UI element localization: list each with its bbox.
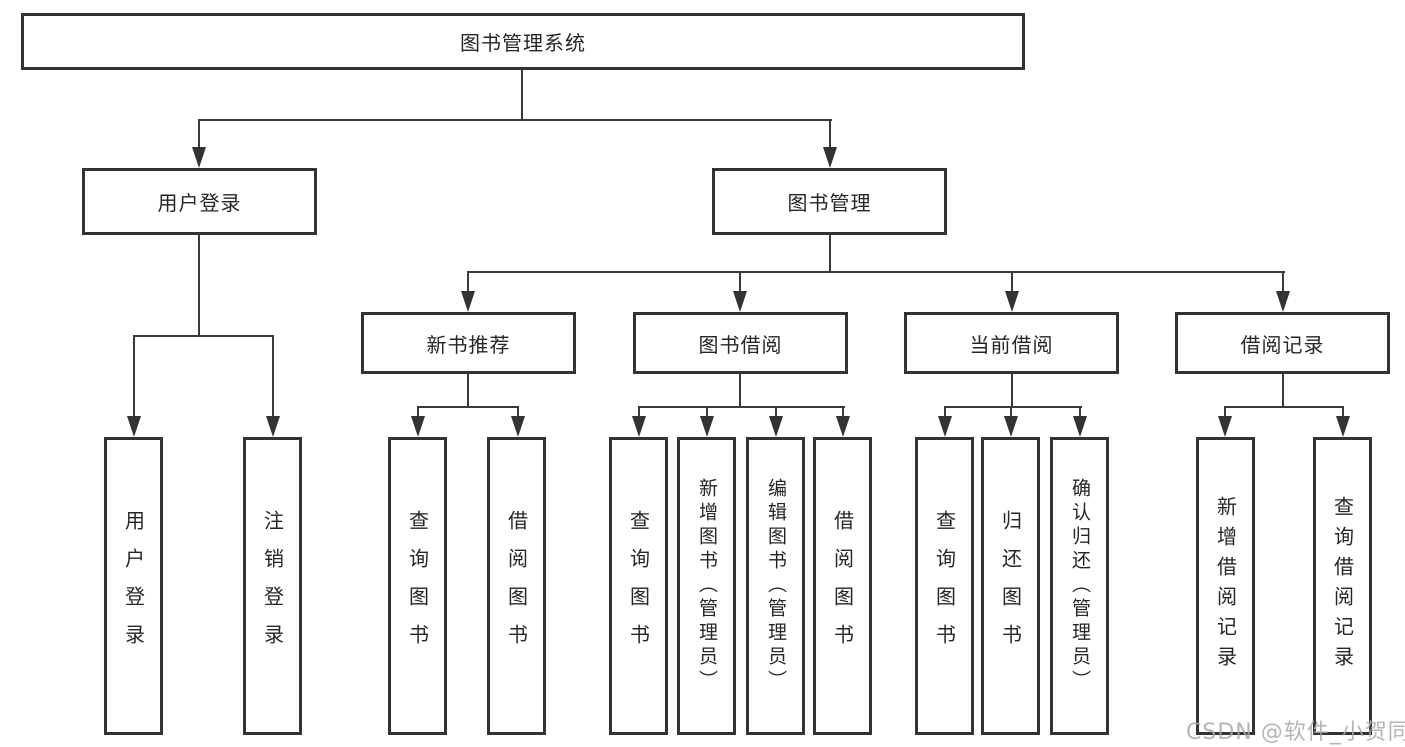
- node-label: 编辑图书（管理员）: [765, 478, 787, 694]
- connector-line: [198, 119, 200, 148]
- connector-line: [1011, 374, 1013, 408]
- leaf-confirm-return-admin: 确认归还（管理员）: [1050, 437, 1109, 735]
- node-user-login-branch: 用户登录: [82, 168, 317, 235]
- leaf-query-books-recommend: 查询图书: [388, 437, 447, 735]
- connector-line: [1010, 406, 1012, 418]
- leaf-query-books-borrow: 查询图书: [609, 437, 668, 735]
- connector-line: [198, 235, 200, 337]
- connector-line: [775, 406, 777, 418]
- leaf-logout: 注销登录: [243, 437, 302, 735]
- node-label: 归还图书: [998, 510, 1023, 662]
- leaf-return-books: 归还图书: [981, 437, 1040, 735]
- connector-line: [1224, 406, 1344, 408]
- node-label: 确认归还（管理员）: [1069, 478, 1091, 694]
- arrow-down-icon: [1336, 416, 1350, 437]
- arrow-down-icon: [769, 416, 783, 437]
- arrow-down-icon: [192, 147, 206, 168]
- arrow-down-icon: [938, 416, 952, 437]
- arrow-down-icon: [127, 416, 141, 437]
- node-label: 用户登录: [157, 191, 242, 215]
- leaf-query-borrow-record: 查询借阅记录: [1313, 437, 1372, 735]
- connector-line: [739, 271, 741, 292]
- leaf-add-borrow-record: 新增借阅记录: [1196, 437, 1255, 735]
- arrow-down-icon: [1218, 416, 1232, 437]
- arrow-down-icon: [823, 147, 837, 168]
- node-label: 查询图书: [405, 510, 430, 662]
- connector-line: [638, 406, 845, 408]
- arrow-down-icon: [632, 416, 646, 437]
- connector-line: [467, 271, 1285, 273]
- node-new-book-recommend: 新书推荐: [361, 312, 576, 374]
- connector-line: [467, 271, 469, 292]
- node-current-borrow: 当前借阅: [904, 312, 1119, 374]
- arrow-down-icon: [461, 291, 475, 312]
- connector-line: [638, 406, 640, 418]
- arrow-down-icon: [733, 291, 747, 312]
- node-book-borrow: 图书借阅: [633, 312, 848, 374]
- node-label: 借阅记录: [1240, 332, 1325, 357]
- node-label: 图书管理系统: [460, 31, 586, 55]
- connector-line: [198, 119, 832, 121]
- connector-line: [133, 335, 274, 337]
- node-label: 注销登录: [260, 510, 285, 662]
- connector-line: [1011, 271, 1013, 292]
- leaf-borrow-books-recommend: 借阅图书: [487, 437, 546, 735]
- connector-line: [1282, 374, 1284, 408]
- arrow-down-icon: [836, 416, 850, 437]
- connector-line: [944, 406, 946, 418]
- node-label: 图书借阅: [698, 332, 783, 357]
- leaf-add-books-admin: 新增图书（管理员）: [677, 437, 736, 735]
- node-label: 新书推荐: [426, 332, 511, 357]
- node-book-management-branch: 图书管理: [712, 168, 947, 235]
- leaf-borrow-books: 借阅图书: [813, 437, 872, 735]
- arrow-down-icon: [266, 416, 280, 437]
- connector-line: [739, 374, 741, 408]
- node-label: 借阅图书: [504, 510, 529, 662]
- connector-line: [417, 406, 419, 418]
- connector-line: [829, 119, 831, 148]
- node-label: 用户登录: [121, 510, 146, 662]
- node-label: 新增借阅记录: [1213, 496, 1238, 676]
- leaf-query-books-current: 查询图书: [915, 437, 974, 735]
- connector-line: [1342, 406, 1344, 418]
- connector-line: [517, 406, 519, 418]
- arrow-down-icon: [511, 416, 525, 437]
- csdn-watermark: CSDN @软件_小贺同学: [1186, 720, 1405, 745]
- node-label: 查询借阅记录: [1330, 496, 1355, 676]
- connector-line: [417, 406, 519, 408]
- node-label: 查询图书: [626, 510, 651, 662]
- connector-line: [944, 406, 1082, 408]
- leaf-user-login: 用户登录: [104, 437, 163, 735]
- arrow-down-icon: [1005, 291, 1019, 312]
- arrow-down-icon: [1004, 416, 1018, 437]
- arrow-down-icon: [1073, 416, 1087, 437]
- connector-line: [1282, 271, 1284, 292]
- node-root-library-system: 图书管理系统: [21, 13, 1025, 70]
- connector-line: [133, 335, 135, 416]
- node-label: 当前借阅: [969, 332, 1054, 357]
- arrow-down-icon: [700, 416, 714, 437]
- connector-line: [1079, 406, 1081, 418]
- node-label: 借阅图书: [830, 510, 855, 662]
- connector-line: [467, 374, 469, 408]
- node-borrow-record: 借阅记录: [1175, 312, 1390, 374]
- node-label: 图书管理: [787, 191, 872, 215]
- arrow-down-icon: [1276, 291, 1290, 312]
- connector-line: [272, 335, 274, 416]
- leaf-edit-books-admin: 编辑图书（管理员）: [746, 437, 805, 735]
- arrow-down-icon: [411, 416, 425, 437]
- connector-line: [1224, 406, 1226, 418]
- connector-line: [829, 235, 831, 273]
- connector-line: [706, 406, 708, 418]
- connector-line: [842, 406, 844, 418]
- node-label: 新增图书（管理员）: [696, 478, 718, 694]
- node-label: 查询图书: [932, 510, 957, 662]
- connector-line: [521, 70, 523, 121]
